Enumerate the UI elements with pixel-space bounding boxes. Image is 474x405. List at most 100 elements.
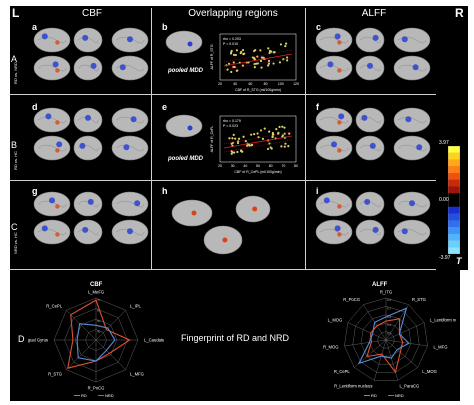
scatter-point [235, 69, 238, 72]
activation-blue [134, 200, 141, 207]
scatter-point [227, 62, 231, 65]
scatter-point [244, 140, 247, 143]
radar-series-rd [76, 323, 116, 362]
brain-sulcus [37, 64, 67, 72]
scatter-point [271, 131, 275, 135]
activation-blue [127, 36, 133, 43]
scatter-x-tick-0: 20 [218, 82, 222, 86]
scatter-point [279, 43, 283, 46]
colorbar-segment-7 [448, 193, 460, 201]
radar-ring-label-0: 40 [97, 330, 101, 334]
panel-label-a: a [32, 22, 38, 32]
activation-blue [85, 114, 91, 121]
scatter-point [268, 130, 271, 133]
scatter-point [233, 65, 236, 69]
scatter-point [236, 141, 240, 145]
legend-nrd-label: NRD [105, 393, 114, 398]
brain-surface [315, 107, 353, 133]
scatter-point [262, 56, 265, 59]
scatter-point [226, 68, 229, 71]
scatter-point [237, 137, 241, 140]
alff-column-header: ALFF [361, 8, 387, 19]
brain-34 [355, 219, 385, 245]
scatter-stat-0: rho = 0.203 [223, 37, 241, 41]
panel-label-f: f [316, 102, 319, 112]
scatter-frame [219, 115, 297, 163]
brain-sulcus [37, 200, 67, 208]
scatter-x-tick-1: 40 [233, 82, 237, 86]
scatter-point [234, 137, 237, 140]
confidence-band-lower [223, 57, 293, 71]
scatter-point [272, 62, 275, 65]
brain-sulcus [77, 116, 99, 124]
scatter-point [284, 142, 287, 145]
scatter-point [246, 144, 249, 147]
pooled-mdd-label-b: pooled MDD [168, 68, 203, 74]
brain-33 [315, 219, 353, 245]
radar-axis-label-7: R_CePL [46, 304, 62, 309]
brain-22 [355, 55, 385, 81]
scatter-point [286, 56, 289, 59]
scatter-point [233, 151, 236, 154]
colorbar-segment-8 [448, 200, 460, 207]
scatter-point [283, 132, 286, 135]
scatter-point [278, 125, 281, 129]
brain-surface [315, 219, 353, 245]
brain-sulcus [319, 228, 349, 236]
column-divider-left [151, 8, 152, 270]
activation-blue [409, 200, 415, 207]
brain-sulcus [37, 144, 67, 152]
scatter-frame [219, 33, 297, 81]
scatter-point [230, 152, 233, 155]
colorbar-t-label: T [456, 256, 462, 266]
radar-axis-label-1: R_STG [412, 297, 426, 302]
scatter-point [250, 133, 253, 136]
scatter-point [287, 145, 290, 148]
scatter-x-tick-1: 30 [231, 164, 235, 168]
radar-spoke-1 [95, 310, 126, 341]
brain-5 [111, 55, 149, 81]
brain-sulcus [115, 200, 145, 208]
brain-35 [393, 219, 431, 245]
scatter-x-tick-2: 60 [248, 82, 252, 86]
activation-blue [331, 141, 337, 148]
activation-red [55, 40, 60, 45]
confidence-band-lower [223, 139, 293, 153]
scatter-point [236, 150, 239, 154]
brain-14 [111, 191, 149, 217]
scatter-point [235, 49, 239, 52]
scatter-stat-0: rho = 0.179 [223, 119, 241, 123]
brain-17 [111, 219, 149, 245]
scatter-point [268, 51, 271, 55]
activation-blue [52, 61, 59, 68]
brain-surface [393, 55, 431, 81]
scatter-point [282, 58, 285, 61]
brain-1 [73, 27, 103, 53]
scatter-point [257, 136, 260, 139]
brain-surface [73, 135, 103, 161]
colorbar-segment-6 [448, 186, 460, 194]
brain-surface [355, 107, 385, 133]
radar-ring-label-0: 0.4 [387, 332, 392, 336]
scatter-point [278, 61, 282, 64]
radar-spoke-3 [385, 339, 428, 347]
radar-ring-label-1: 0.5 [387, 323, 392, 327]
radar-ring-2 [360, 314, 412, 365]
scatter-point [231, 137, 234, 140]
radar-axis-label-0: R_ITG [380, 290, 392, 295]
activation-blue [416, 144, 423, 151]
activation-red [55, 204, 60, 209]
radar-ring-label-4: 0.8 [387, 298, 392, 302]
column-divider-right [305, 8, 306, 270]
scatter-point [256, 132, 259, 135]
radar-ring-0 [377, 331, 395, 349]
scatter-x-tick-2: 40 [243, 164, 247, 168]
right-hemisphere-letter: R [455, 6, 464, 20]
brain-sulcus [77, 36, 99, 44]
radar-ring-3 [352, 306, 420, 373]
panel-label-d: d [32, 102, 38, 112]
brain-surface [315, 55, 353, 81]
radar-ring-4 [344, 297, 428, 381]
